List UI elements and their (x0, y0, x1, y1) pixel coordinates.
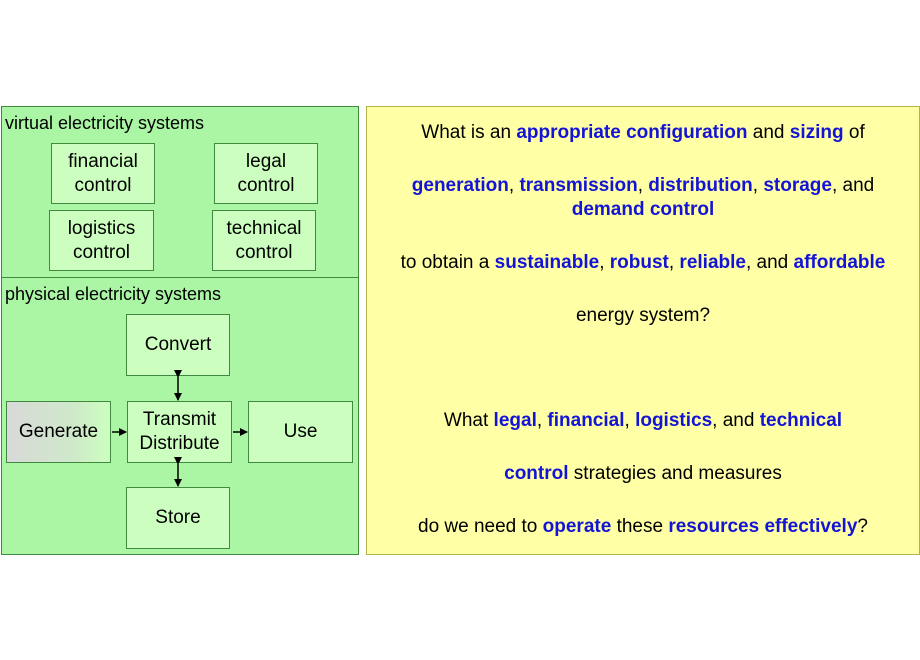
question-text: What is an (421, 122, 517, 143)
highlighted-term: robust (609, 252, 669, 273)
question-text: strategies and measures (568, 463, 782, 484)
question-panel: What is an appropriate configuration and… (366, 106, 920, 555)
question-line: to obtain a sustainable, robust, reliabl… (367, 251, 919, 275)
question-line: demand control (367, 198, 919, 222)
generate-box: Generate (6, 401, 111, 463)
highlighted-term: appropriate configuration (516, 122, 748, 143)
question-line: What is an appropriate configuration and… (367, 121, 919, 145)
highlighted-term: control (504, 463, 569, 484)
question-text: to obtain a (400, 252, 495, 273)
question-text: , (637, 175, 649, 196)
question-text: , (536, 410, 548, 431)
question-text: , (668, 252, 680, 273)
highlighted-term: affordable (793, 252, 886, 273)
highlighted-term: operate (542, 516, 612, 537)
question-text: , and (831, 175, 875, 196)
question-text: ? (857, 516, 868, 537)
use-box: Use (248, 401, 353, 463)
highlighted-term: generation (411, 175, 509, 196)
virtual-systems-title: virtual electricity systems (5, 113, 205, 133)
question-text: and (747, 122, 790, 143)
question-line: do we need to operate these resources ef… (367, 515, 919, 539)
highlighted-term: transmission (519, 175, 638, 196)
question-text: these (611, 516, 669, 537)
highlighted-term: logistics (635, 410, 713, 431)
highlighted-term: storage (763, 175, 832, 196)
question-text: energy system? (575, 305, 711, 326)
logistics-control-box: logistics control (49, 210, 154, 271)
highlighted-term: distribution (648, 175, 753, 196)
highlighted-term: sizing (789, 122, 844, 143)
question-text: , (599, 252, 610, 273)
highlighted-term: legal (493, 410, 537, 431)
question-text: do we need to (418, 516, 543, 537)
highlighted-term: demand control (571, 199, 715, 220)
question-text: , and (745, 252, 794, 273)
question-line: What legal, financial, logistics, and te… (367, 409, 919, 433)
question-text: , (508, 175, 520, 196)
highlighted-term: sustainable (494, 252, 600, 273)
highlighted-term: technical (759, 410, 843, 431)
financial-control-box: financial control (51, 143, 155, 204)
highlighted-term: resources effectively (668, 516, 858, 537)
question-line: control strategies and measures (367, 462, 919, 486)
store-box: Store (126, 487, 230, 549)
question-text: , and (712, 410, 760, 431)
question-text: , (752, 175, 764, 196)
question-text: What (443, 410, 494, 431)
highlighted-term: reliable (679, 252, 746, 273)
physical-systems-title: physical electricity systems (5, 284, 222, 304)
convert-box: Convert (126, 314, 230, 376)
transmit-distribute-box: Transmit Distribute (127, 401, 232, 463)
highlighted-term: financial (547, 410, 625, 431)
question-line: energy system? (367, 304, 919, 328)
technical-control-box: technical control (212, 210, 316, 271)
legal-control-box: legal control (214, 143, 318, 204)
question-text: of (843, 122, 865, 143)
question-line: generation, transmission, distribution , … (367, 174, 919, 198)
question-text: , (624, 410, 636, 431)
